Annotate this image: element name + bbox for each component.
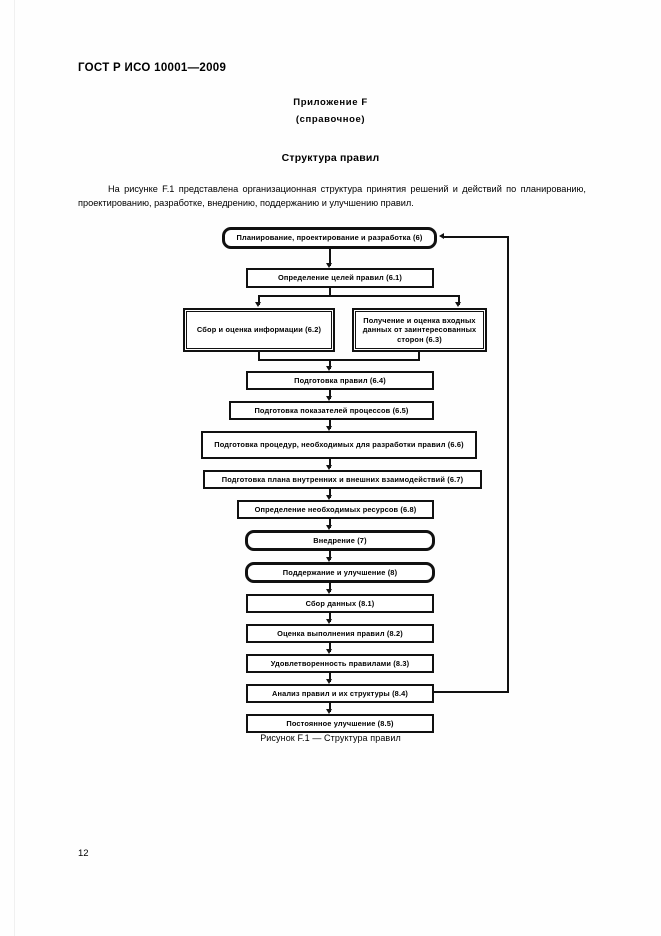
flow-node-8-5: Постоянное улучшение (8.5) (246, 714, 434, 733)
flow-node-6-4: Подготовка правил (6.4) (246, 371, 434, 390)
arrow-6-6-to-6-7 (326, 465, 332, 470)
policy-structure-flowchart: Планирование, проектирование и разработк… (0, 222, 661, 733)
page-number: 12 (78, 848, 89, 859)
connector-merge-center (329, 359, 331, 369)
flow-node-6-2: Сбор и оценка информации (6.2) (183, 308, 335, 352)
connector-6-to-6-1 (329, 249, 331, 266)
feedback-loop-bottom (434, 691, 509, 693)
flow-node-6-3: Получение и оценка входных данных от заи… (352, 308, 487, 352)
flow-node-6-6: Подготовка процедур, необходимых для раз… (201, 431, 477, 459)
connector-8-4-to-8-5 (329, 703, 331, 712)
flow-node-6-1: Определение целей правил (6.1) (246, 268, 434, 288)
arrow-8-2-to-8-3 (326, 649, 332, 654)
arrow-to-6-2 (255, 302, 261, 307)
standard-header: ГОСТ Р ИСО 10001—2009 (78, 62, 227, 74)
annex-heading: Приложение F (справочное) (0, 94, 661, 128)
connector-7-to-8 (329, 551, 331, 560)
connector-6-4-to-6-5 (329, 390, 331, 399)
arrow-6-4-to-6-5 (326, 396, 332, 401)
connector-6-7-to-6-8 (329, 489, 331, 498)
annex-title: Приложение F (293, 97, 368, 108)
arrow-to-6-3 (455, 302, 461, 307)
feedback-loop-right (507, 236, 509, 693)
intro-paragraph: На рисунке F.1 представлена организацион… (78, 184, 586, 208)
arrow-8-to-8-1 (326, 589, 332, 594)
connector-merge-bottom (258, 359, 420, 361)
connector-6-2-down (258, 352, 260, 361)
connector-split-right (458, 295, 460, 305)
arrow-6-7-to-6-8 (326, 495, 332, 500)
arrow-8-4-to-8-5 (326, 709, 332, 714)
arrow-7-to-8 (326, 557, 332, 562)
flow-node-6-5: Подготовка показателей процессов (6.5) (229, 401, 434, 420)
feedback-loop-arrow (439, 233, 444, 239)
page-edge-line (14, 0, 15, 936)
arrow-to-6-4 (326, 366, 332, 371)
connector-8-to-8-1 (329, 583, 331, 592)
connector-6-1-down (329, 288, 331, 297)
connector-8-3-to-8-4 (329, 673, 331, 682)
connector-8-2-to-8-3 (329, 643, 331, 652)
flow-node-7: Внедрение (7) (245, 530, 435, 551)
feedback-loop-top (444, 236, 509, 238)
arrow-6-8-to-7 (326, 525, 332, 530)
flow-node-8: Поддержание и улучшение (8) (245, 562, 435, 583)
flow-node-8-3: Удовлетворенность правилами (8.3) (246, 654, 434, 673)
flow-node-6-8: Определение необходимых ресурсов (6.8) (237, 500, 434, 519)
flow-node-8-4: Анализ правил и их структуры (8.4) (246, 684, 434, 703)
arrow-8-3-to-8-4 (326, 679, 332, 684)
flow-node-6-7: Подготовка плана внутренних и внешних вз… (203, 470, 482, 489)
connector-6-3-down (418, 352, 420, 361)
arrow-8-1-to-8-2 (326, 619, 332, 624)
flow-node-6: Планирование, проектирование и разработк… (222, 227, 437, 249)
figure-caption: Рисунок F.1 — Структура правил (260, 733, 401, 743)
flow-node-8-2: Оценка выполнения правил (8.2) (246, 624, 434, 643)
connector-6-6-to-6-7 (329, 459, 331, 468)
connector-8-1-to-8-2 (329, 613, 331, 622)
connector-split-left (258, 295, 260, 305)
flow-node-8-1: Сбор данных (8.1) (246, 594, 434, 613)
arrow-6-to-6-1 (326, 263, 332, 268)
connector-6-8-to-7 (329, 519, 331, 528)
connector-split-top (258, 295, 460, 297)
annex-subtitle: (справочное) (295, 114, 366, 125)
arrow-6-5-to-6-6 (326, 426, 332, 431)
section-title: Структура правил (281, 152, 380, 164)
connector-6-5-to-6-6 (329, 420, 331, 429)
